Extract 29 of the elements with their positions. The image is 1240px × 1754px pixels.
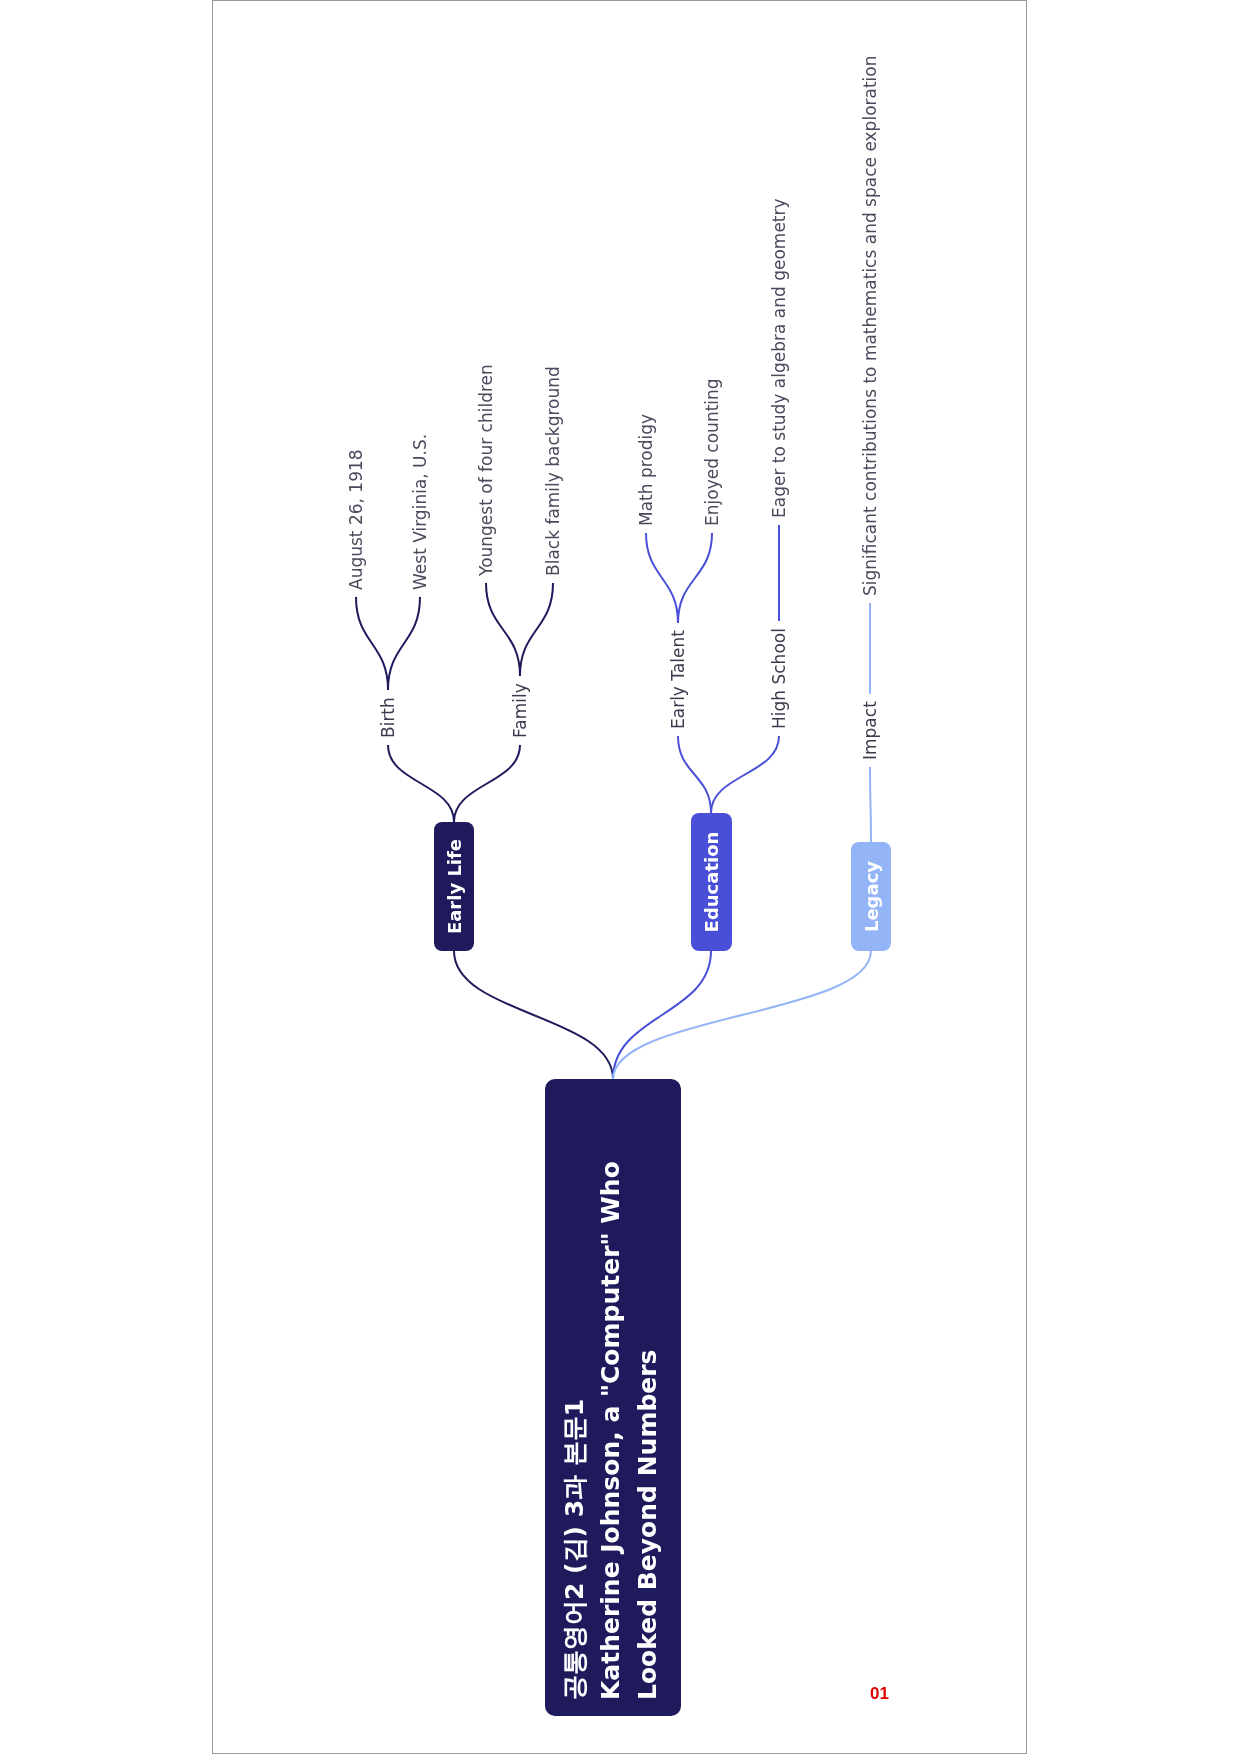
detail-label: Enjoyed counting [701,378,723,526]
branch-line [612,950,872,1080]
detail-label: Black family background [542,366,564,576]
branch-line [453,744,521,823]
central-topic-box [545,1079,681,1716]
detail-label: Significant contributions to mathematics and space exploration [859,55,881,596]
branch-topic-pill: Legacy [851,842,891,951]
branch-topic-pill: Early Life [434,822,474,951]
subtopic-label: High School [768,628,790,729]
detail-label: Math prodigy [635,413,657,526]
subtopic-label: Family [509,683,531,738]
detail-label: Eager to study algebra and geometry [768,198,790,518]
branch-topic-pill: Education [690,813,732,951]
topic-title: Katherine Johnson, a "Computer" Who Looked Beyond Numbers [595,1160,663,1700]
branch-line [778,524,780,622]
subtopic-label: Impact [859,701,881,760]
branch-line [710,735,780,814]
branch-line [869,766,872,843]
branch-line [869,602,871,695]
subtopic-label: Birth [377,697,399,738]
detail-label: August 26, 1918 [345,449,367,590]
page-number: 01 [870,1684,889,1704]
topic-title: 공통영어2 (김) 3과 본문1 [559,1397,590,1700]
detail-label: Youngest of four children [475,364,497,576]
branch-line [519,582,554,677]
subtopic-label: Early Talent [667,630,689,729]
detail-label: West Virginia, U.S. [409,433,431,590]
branch-line [387,596,421,691]
branch-line [677,532,713,624]
